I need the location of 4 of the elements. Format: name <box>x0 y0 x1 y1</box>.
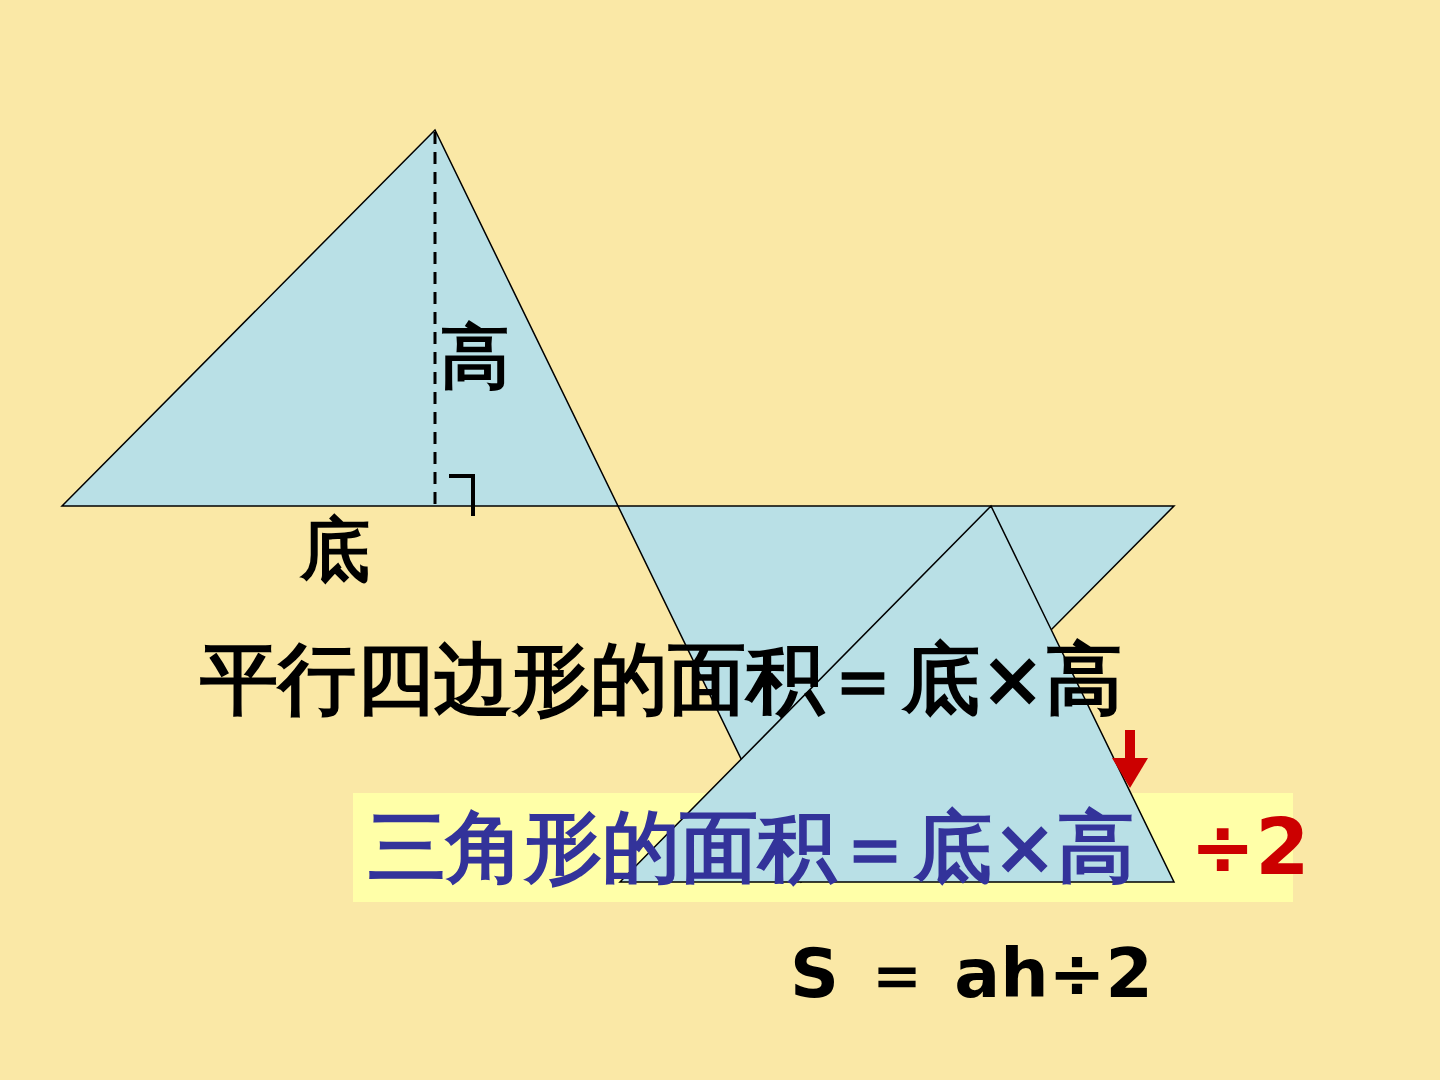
height-label: 高 <box>440 322 510 392</box>
base-label: 底 <box>300 515 370 585</box>
area-formula: S ＝ ah÷2 <box>790 940 1153 1008</box>
divide-by-two: ÷2 <box>1190 808 1310 886</box>
